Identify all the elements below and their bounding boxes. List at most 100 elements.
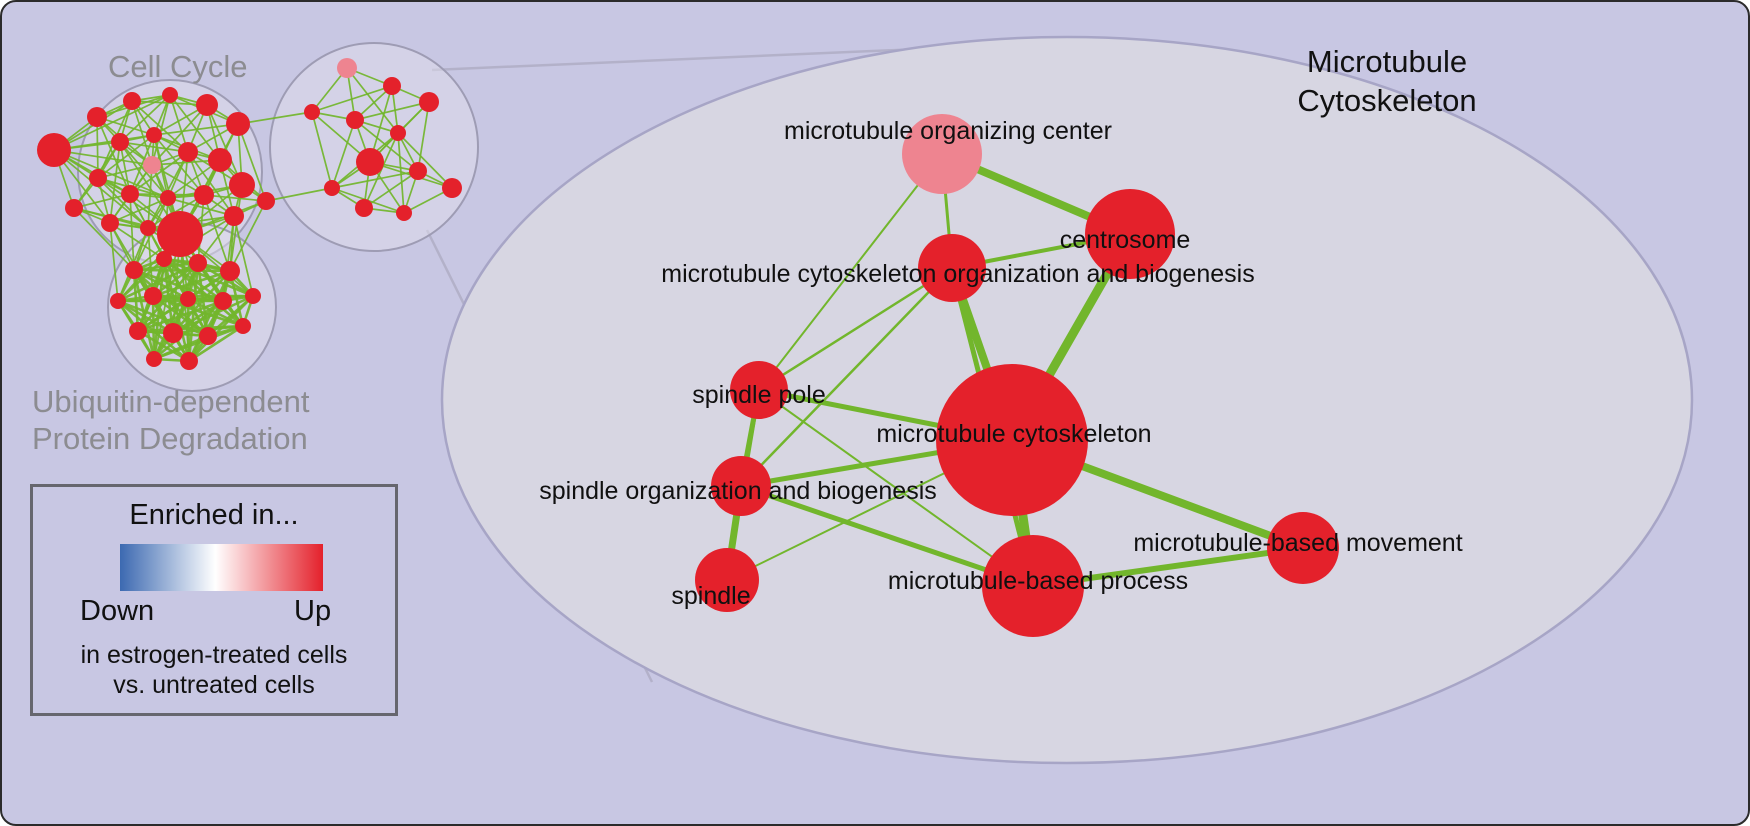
- legend-gradient: [120, 544, 323, 591]
- overview-node: [442, 178, 462, 198]
- overview-node: [65, 199, 83, 217]
- legend-caption-line1: in estrogen-treated cells: [80, 641, 348, 669]
- overview-node: [180, 352, 198, 370]
- node-label-spindle_org: spindle organization and biogenesis: [539, 477, 937, 505]
- node-label-movement: microtubule-based movement: [1133, 529, 1462, 557]
- overview-edge: [119, 94, 171, 143]
- overview-node: [235, 318, 251, 334]
- node-process: [982, 535, 1084, 637]
- overview-edge: [265, 187, 333, 202]
- node-label-moc: microtubule organizing center: [784, 117, 1112, 145]
- overview-edge: [117, 258, 165, 302]
- overview-node: [163, 323, 183, 343]
- overview-node: [194, 185, 214, 205]
- overview-node: [396, 205, 412, 221]
- overview-node: [89, 169, 107, 187]
- overview-edge: [331, 119, 356, 189]
- overview-edge: [169, 94, 221, 161]
- overview-node: [356, 148, 384, 176]
- legend: Enriched in... Down Up in estrogen-treat…: [30, 484, 398, 716]
- overview-edge: [117, 261, 199, 303]
- overview-edge: [354, 101, 430, 121]
- overview-edge: [129, 193, 135, 271]
- overview-node: [146, 351, 162, 367]
- overview-edge: [151, 164, 205, 196]
- overview-edge: [131, 100, 153, 166]
- overview-node: [87, 107, 107, 127]
- overview-node: [208, 148, 232, 172]
- node-label-mtc: microtubule cytoskeleton: [876, 420, 1151, 448]
- overview-edge: [137, 297, 189, 333]
- overview-node: [140, 220, 156, 236]
- overview-edge: [152, 261, 199, 298]
- overview-node: [162, 87, 178, 103]
- overview-edge: [187, 151, 235, 217]
- node-label-mcob: microtubule cytoskeleton organization an…: [661, 260, 1254, 288]
- overview-node: [220, 261, 240, 281]
- overview-node: [111, 133, 129, 151]
- node-spindle_org: [711, 456, 771, 516]
- overview-edge: [417, 101, 430, 172]
- zoom-title: Microtubule Cytoskeleton: [1270, 42, 1504, 120]
- overview-edge: [153, 300, 224, 360]
- cluster-label-cell-cycle: Cell Cycle: [108, 49, 248, 84]
- overview-edge: [151, 94, 171, 166]
- cluster-label-ubiquitin-line1: Ubiquitin-dependent: [32, 384, 310, 419]
- overview-edge: [188, 324, 244, 363]
- overview-edge: [96, 116, 131, 195]
- overview-edge: [331, 170, 419, 189]
- overview-edge: [229, 200, 267, 272]
- cluster-label-ubiquitin: Ubiquitin-dependent Protein Degradation: [32, 383, 310, 457]
- node-label-centrosome: centrosome: [1060, 226, 1191, 254]
- overview-node: [214, 292, 232, 310]
- overview-edge: [97, 164, 153, 179]
- zoom-title-line2: Cytoskeleton: [1297, 83, 1477, 118]
- overview-node: [146, 127, 162, 143]
- overview-edge: [153, 324, 244, 361]
- edge-spindle_pole-process: [758, 389, 1034, 587]
- overview-edge: [73, 207, 135, 271]
- overview-node: [125, 261, 143, 279]
- edge-spindle_org-process: [738, 483, 1036, 589]
- overview-edge: [97, 134, 155, 179]
- overview-edge: [346, 67, 399, 134]
- node-spindle_pole: [730, 361, 788, 419]
- overview-node: [189, 254, 207, 272]
- overview-edge: [119, 141, 169, 199]
- node-mtc: [936, 364, 1088, 516]
- overview-edge: [203, 194, 231, 272]
- overview-node: [156, 251, 172, 267]
- overview-node: [355, 199, 373, 217]
- overview-edge: [172, 294, 254, 335]
- overview-node: [129, 322, 147, 340]
- overview-edge: [109, 222, 154, 297]
- overview-node: [196, 94, 218, 116]
- overview-node: [224, 206, 244, 226]
- overview-node: [110, 293, 126, 309]
- overview-edge: [129, 134, 155, 195]
- edge-moc-spindle_pole: [758, 153, 943, 391]
- overview-edge: [203, 194, 267, 202]
- overview-node: [199, 327, 217, 345]
- overview-edge: [206, 104, 243, 186]
- overview-node: [144, 287, 162, 305]
- legend-up-label: Up: [294, 595, 332, 627]
- overview-node: [157, 211, 203, 257]
- edge-mcob-spindle_org: [739, 266, 954, 488]
- overview-node: [121, 185, 139, 203]
- overview-node: [160, 190, 176, 206]
- overview-edge: [397, 132, 453, 189]
- node-moc: [902, 114, 982, 194]
- node-label-spindle: spindle: [671, 582, 750, 610]
- overview-edge: [237, 123, 267, 202]
- node-centrosome: [1085, 189, 1175, 279]
- overview-node: [409, 162, 427, 180]
- overview-edge: [151, 295, 156, 360]
- overview-node: [337, 58, 357, 78]
- node-label-spindle_pole: spindle pole: [692, 381, 825, 409]
- overview-node: [143, 156, 161, 174]
- edge-mcob-spindle_pole: [757, 266, 954, 392]
- overview-edge: [151, 104, 208, 166]
- overview-node: [245, 288, 261, 304]
- overview-edge: [397, 132, 405, 214]
